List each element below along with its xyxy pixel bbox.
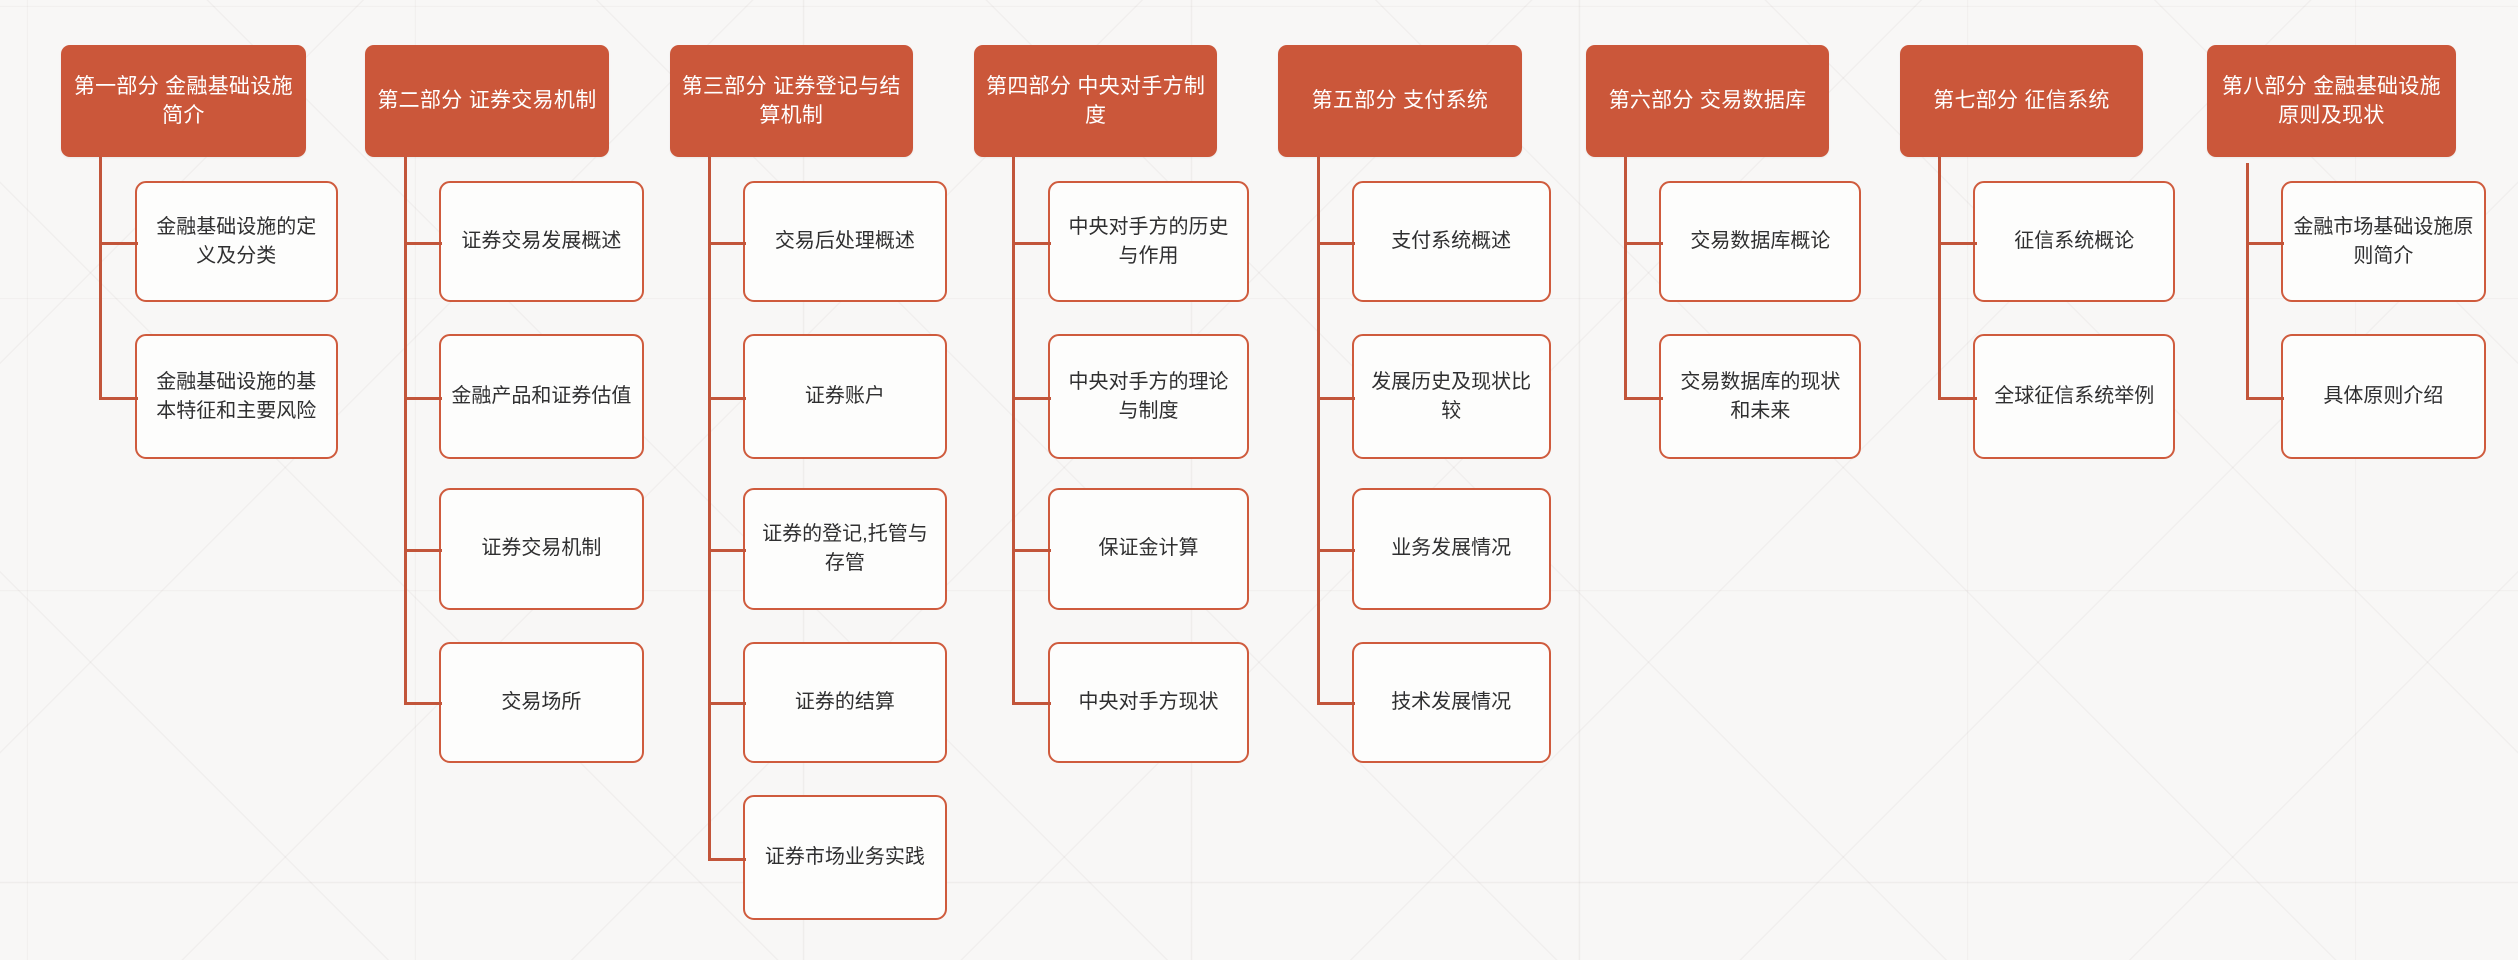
connector-stub (99, 241, 138, 245)
section-header-node[interactable]: 第五部分 支付系统 (1278, 44, 1522, 157)
connector-trunk (1316, 156, 1320, 704)
connector-stub (1012, 241, 1051, 245)
connector-stub (1012, 548, 1051, 552)
connector-stub (707, 396, 747, 400)
connector-stub (707, 857, 747, 861)
connector-trunk (2245, 163, 2249, 399)
topic-node[interactable]: 交易场所 (438, 641, 644, 764)
topic-node[interactable]: 支付系统概述 (1351, 180, 1551, 303)
section-header-node[interactable]: 第七部分 征信系统 (1899, 44, 2144, 157)
topic-node[interactable]: 中央对手方的理论与制度 (1047, 334, 1250, 460)
section-header-node[interactable]: 第四部分 中央对手方制度 (973, 44, 1218, 157)
topic-node[interactable]: 全球征信系统举例 (1973, 334, 2176, 460)
connector-stub (1012, 702, 1051, 706)
topic-node[interactable]: 中央对手方现状 (1047, 641, 1250, 764)
connector-trunk (403, 156, 407, 704)
connector-stub (1316, 396, 1356, 400)
connector-stub (707, 702, 747, 706)
section-header-node[interactable]: 第六部分 交易数据库 (1585, 44, 1830, 157)
topic-node[interactable]: 证券市场业务实践 (743, 795, 947, 920)
connector-stub (1316, 548, 1356, 552)
connector-stub (707, 548, 747, 552)
connector-stub (1624, 396, 1663, 400)
connector-stub (403, 548, 443, 552)
connector-stub (2245, 396, 2285, 400)
section-header-node[interactable]: 第八部分 金融基础设施原则及现状 (2207, 44, 2456, 157)
connector-stub (99, 396, 138, 400)
connector-trunk (707, 156, 711, 860)
connector-stub (1938, 396, 1977, 400)
section-header-node[interactable]: 第二部分 证券交易机制 (365, 44, 609, 157)
connector-stub (1938, 241, 1977, 245)
topic-node[interactable]: 技术发展情况 (1351, 641, 1551, 764)
connector-stub (1624, 241, 1663, 245)
topic-node[interactable]: 征信系统概论 (1973, 180, 2176, 303)
topic-node[interactable]: 具体原则介绍 (2280, 334, 2486, 460)
topic-node[interactable]: 金融基础设施的定义及分类 (134, 180, 338, 303)
topic-node[interactable]: 证券的登记,托管与存管 (743, 488, 947, 610)
topic-node[interactable]: 保证金计算 (1047, 488, 1250, 610)
topic-node[interactable]: 交易数据库的现状和未来 (1659, 334, 1862, 460)
connector-trunk (99, 156, 103, 399)
connector-stub (1316, 702, 1356, 706)
connector-trunk (1012, 156, 1016, 704)
connector-stub (403, 241, 443, 245)
topic-node[interactable]: 证券账户 (743, 334, 947, 460)
connector-stub (1012, 396, 1051, 400)
section-header-node[interactable]: 第一部分 金融基础设施简介 (60, 44, 306, 157)
connector-trunk (1624, 156, 1628, 399)
connector-stub (403, 396, 443, 400)
connector-trunk (1938, 156, 1942, 399)
topic-node[interactable]: 金融基础设施的基本特征和主要风险 (134, 334, 338, 460)
topic-node[interactable]: 交易后处理概述 (743, 180, 947, 303)
topic-node[interactable]: 金融市场基础设施原则简介 (2280, 180, 2486, 303)
topic-node[interactable]: 中央对手方的历史与作用 (1047, 180, 1250, 303)
section-header-node[interactable]: 第三部分 证券登记与结算机制 (669, 44, 913, 157)
connector-stub (707, 241, 747, 245)
topic-node[interactable]: 证券的结算 (743, 641, 947, 764)
connector-stub (2245, 241, 2285, 245)
topic-node[interactable]: 业务发展情况 (1351, 488, 1551, 610)
connector-stub (403, 702, 443, 706)
topic-node[interactable]: 发展历史及现状比较 (1351, 334, 1551, 460)
connector-stub (1316, 241, 1356, 245)
topic-node[interactable]: 证券交易机制 (438, 488, 644, 610)
topic-node[interactable]: 金融产品和证券估值 (438, 334, 644, 460)
topic-node[interactable]: 证券交易发展概述 (438, 180, 644, 303)
topic-node[interactable]: 交易数据库概论 (1659, 180, 1862, 303)
